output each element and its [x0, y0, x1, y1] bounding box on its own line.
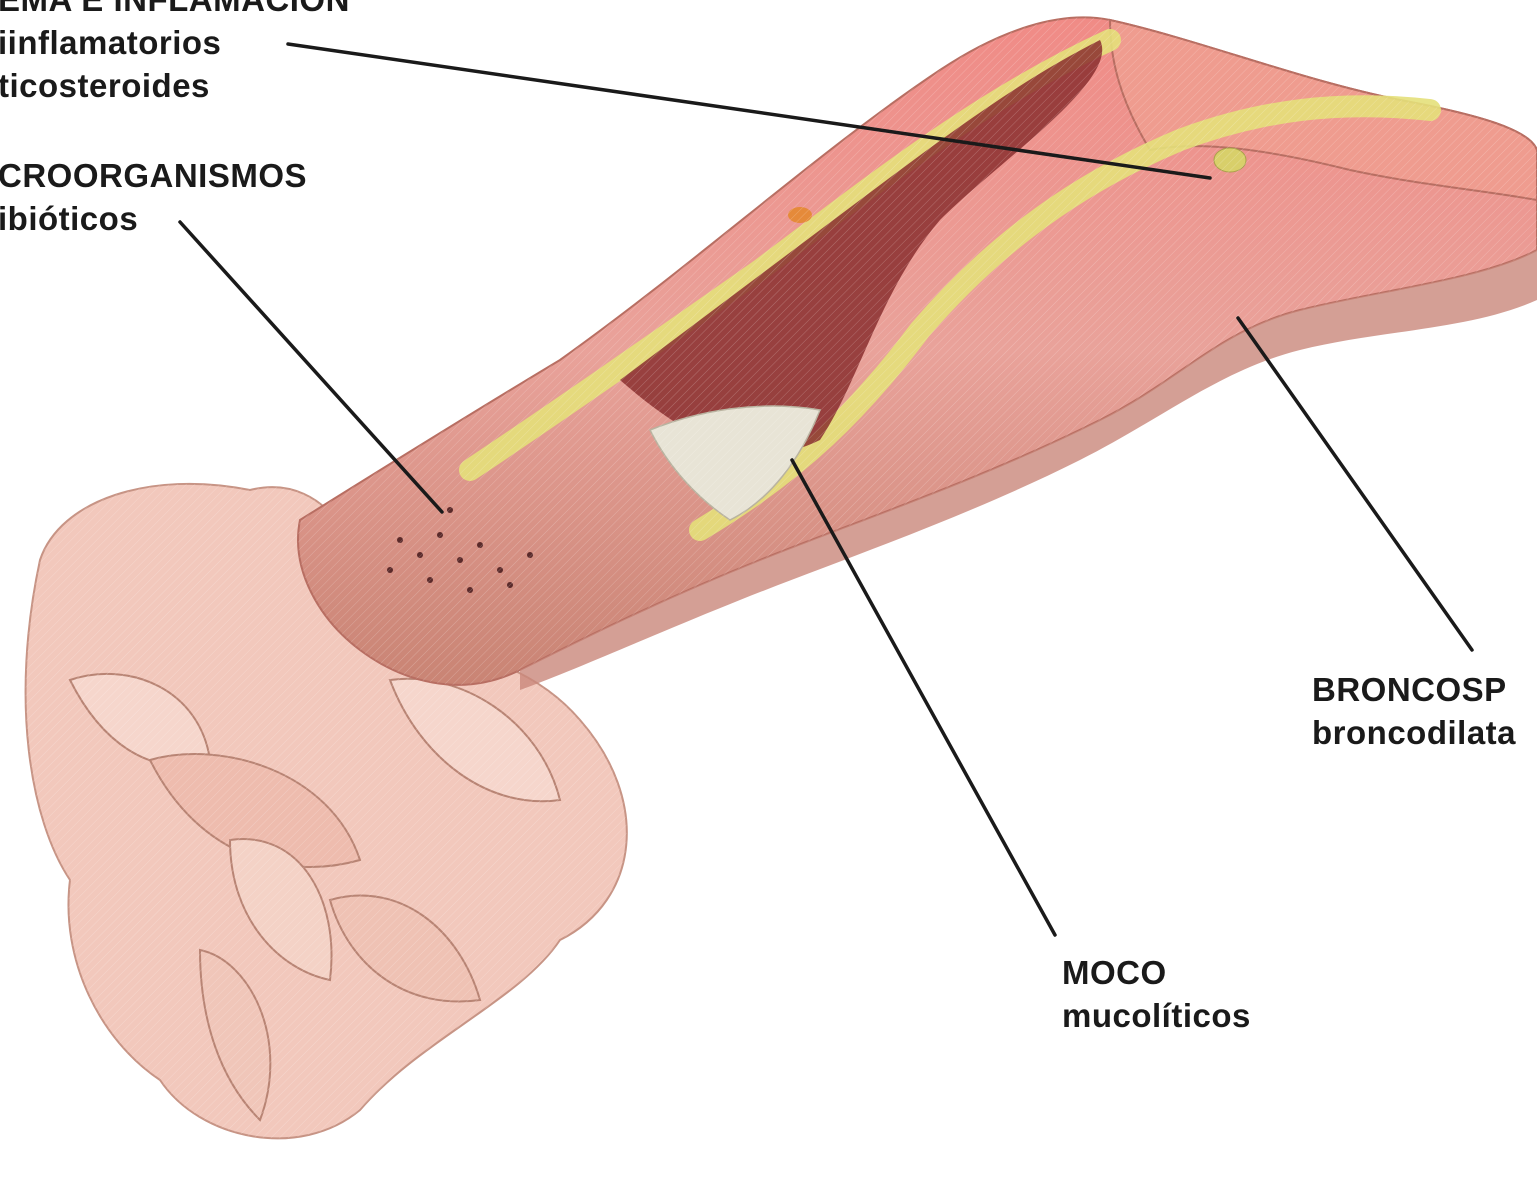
label-microorganismos: CROORGANISMOS ibióticos: [0, 154, 307, 240]
leader-line-microorganismos: [180, 222, 442, 512]
label-moco: MOCO mucolíticos: [1062, 951, 1251, 1037]
label-microorganismos-line1: ibióticos: [0, 197, 307, 240]
leader-line-moco: [792, 460, 1055, 935]
label-moco-title: MOCO: [1062, 951, 1251, 994]
label-moco-line1: mucolíticos: [1062, 994, 1251, 1037]
label-broncospasmo-title: BRONCOSP: [1312, 668, 1516, 711]
label-broncospasmo-line1: broncodilata: [1312, 711, 1516, 754]
label-microorganismos-title: CROORGANISMOS: [0, 154, 307, 197]
leader-line-broncospasmo: [1238, 318, 1472, 650]
label-broncospasmo: BRONCOSP broncodilata: [1312, 668, 1516, 754]
label-edema: EMA E INFLAMACIÓN iinflamatorios ticoste…: [0, 0, 350, 107]
label-edema-line1: iinflamatorios: [0, 21, 350, 64]
label-edema-title: EMA E INFLAMACIÓN: [0, 0, 350, 21]
label-edema-line2: ticosteroides: [0, 64, 350, 107]
bronchial-tube: [298, 17, 1537, 690]
